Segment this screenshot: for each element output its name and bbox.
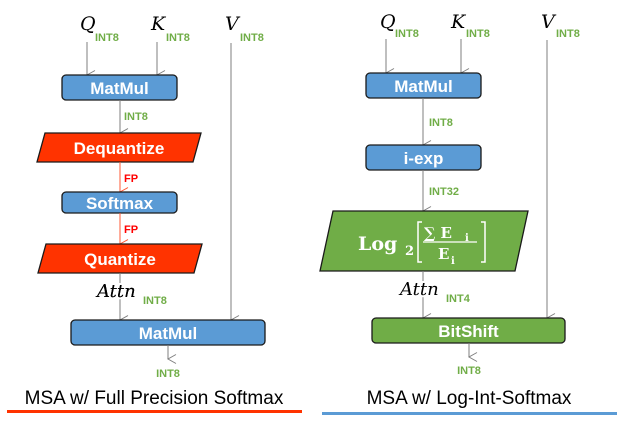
log-numerator-sub: i <box>465 233 469 244</box>
attn-var: Attn <box>95 281 136 302</box>
iexp-label: i-exp <box>404 149 444 168</box>
log2-block: Log 2 ∑ E i E i <box>319 210 529 272</box>
right-input-q: Q INT8 <box>380 11 419 40</box>
edge-int32-label: INT32 <box>429 186 459 198</box>
k-dtype: INT8 <box>466 28 490 40</box>
edge-int8-label: INT8 <box>429 117 453 129</box>
k-label: K <box>450 11 467 33</box>
q-dtype: INT8 <box>395 28 419 40</box>
right-matmul-block: MatMul <box>365 72 482 99</box>
v-label: V <box>541 11 557 33</box>
v-label: V <box>225 13 241 35</box>
attn-dtype: INT8 <box>143 295 167 307</box>
quantize-label: Quantize <box>84 250 156 269</box>
attn-dtype: INT4 <box>446 293 471 305</box>
log-base-sub: 2 <box>405 244 414 259</box>
edge-int8-label: INT8 <box>124 111 148 123</box>
left-matmul-label: MatMul <box>90 79 149 98</box>
softmax-label: Softmax <box>86 194 154 213</box>
right-panel: Q INT8 K INT8 V INT8 MatMul INT8 i-exp I… <box>319 11 617 415</box>
dequantize-label: Dequantize <box>74 139 165 158</box>
q-label: Q <box>80 13 96 35</box>
left-output-dtype: INT8 <box>156 368 180 380</box>
right-output-dtype: INT8 <box>457 365 481 377</box>
attn-var: Attn <box>398 279 439 300</box>
left-input-k: K INT8 <box>150 13 190 44</box>
edge-fp-label: FP <box>124 173 138 185</box>
quantize-block: Quantize <box>37 243 203 274</box>
log-base: Log <box>358 233 397 255</box>
left-floor-bracket <box>417 221 422 263</box>
bitshift-block: BitShift <box>371 317 566 344</box>
left-attn-label: Attn Attn INT8 <box>93 279 167 307</box>
left-matmul-block: MatMul <box>61 74 178 101</box>
k-label: K <box>150 13 167 35</box>
log-numerator: ∑ E <box>424 224 452 242</box>
v-dtype: INT8 <box>240 32 264 44</box>
right-caption: MSA w/ Log-Int-Softmax <box>367 388 572 409</box>
left-panel: Q INT8 K INT8 V INT8 MatMul INT8 Dequant… <box>7 13 302 413</box>
dequantize-block: Dequantize <box>36 132 202 163</box>
right-input-v: V INT8 <box>541 11 580 40</box>
left-caption: MSA w/ Full Precision Softmax <box>25 388 284 409</box>
left-matmul2-block: MatMul <box>70 319 266 346</box>
left-input-v: V INT8 <box>225 13 264 44</box>
log-denominator-sub: i <box>451 256 455 267</box>
log-denominator: E <box>438 245 449 263</box>
left-matmul2-label: MatMul <box>139 324 198 343</box>
attn-var-fg: Attn <box>398 279 439 300</box>
iexp-block: i-exp <box>365 144 482 171</box>
k-dtype: INT8 <box>166 32 190 44</box>
right-matmul-label: MatMul <box>394 77 453 96</box>
q-dtype: INT8 <box>95 32 119 44</box>
attn-var-fg: Attn <box>95 281 136 302</box>
q-label: Q <box>380 11 396 33</box>
right-floor-bracket <box>481 221 486 263</box>
edge-fp-label-2: FP <box>124 224 138 236</box>
softmax-block: Softmax <box>61 191 178 214</box>
bitshift-label: BitShift <box>438 322 499 341</box>
right-attn-label: Attn Attn INT4 <box>396 277 471 305</box>
left-input-q: Q INT8 <box>80 13 119 44</box>
right-input-k: K INT8 <box>450 11 490 40</box>
v-dtype: INT8 <box>556 28 580 40</box>
